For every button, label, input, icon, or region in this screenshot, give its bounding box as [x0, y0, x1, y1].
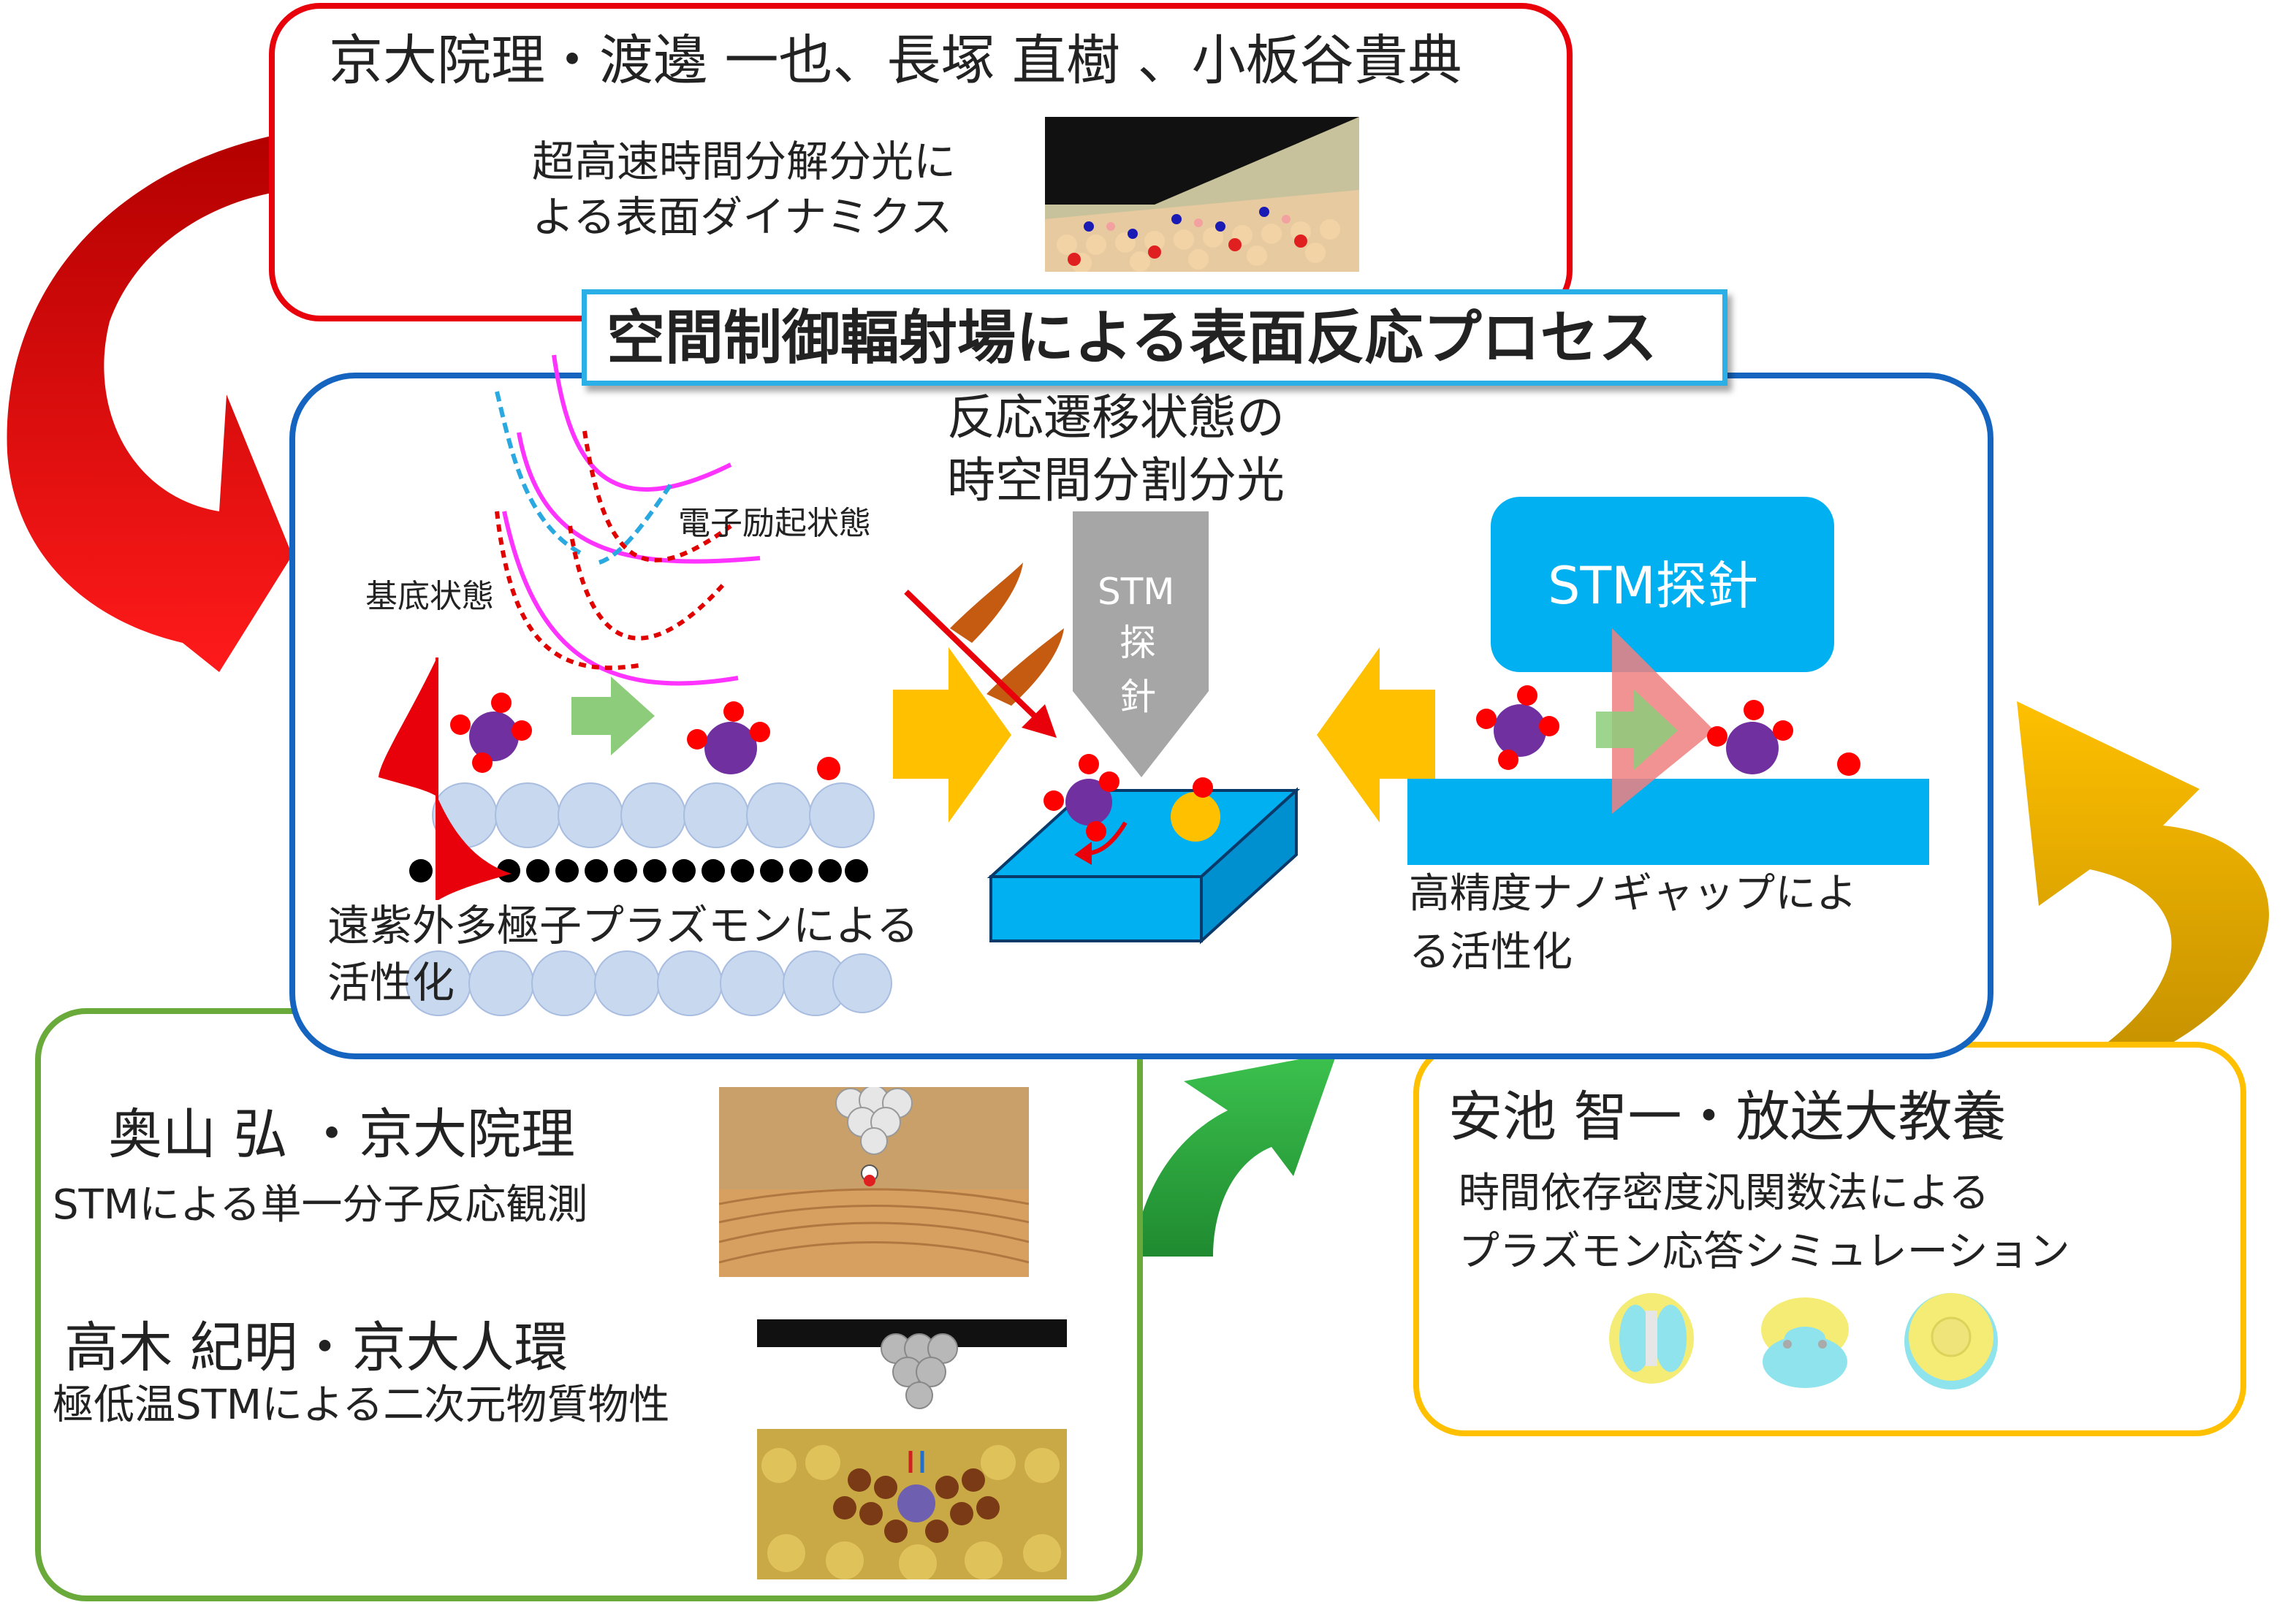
- transition-state-illustration: [893, 511, 1301, 945]
- stm-tip-vertical-2: 探: [1120, 622, 1156, 664]
- right-theme-line1: 時間依存密度汎関数法による: [1459, 1170, 1990, 1217]
- plasmon-field-profile: [379, 657, 512, 900]
- left-theme1: STMによる単一分子反応観測: [53, 1181, 588, 1229]
- nanogap-substrate: [1407, 779, 1929, 865]
- sample-block-side: [1200, 787, 1298, 945]
- potential-curves: [495, 354, 761, 686]
- nanogap-illustration: [1317, 497, 1929, 865]
- stm-tip-vertical-1: STM: [1098, 571, 1175, 613]
- light-pulse-1: [950, 563, 1023, 643]
- sample-block-front: [989, 875, 1203, 942]
- green-arrow: [1133, 1052, 1337, 1257]
- orbital-image-3: [1904, 1293, 1998, 1389]
- top-group-theme-line2: よる表面ダイナミクス: [532, 192, 953, 242]
- right-theme-line2: プラズモン応答シミュレーション: [1459, 1228, 2070, 1276]
- stm-tip-vertical-3: 針: [1120, 676, 1156, 718]
- yellow-arrow-left: [893, 647, 1011, 823]
- transition-label-line2: 時空間分割分光: [947, 452, 1285, 508]
- left-member2: 高木 紀明・京大人環: [64, 1316, 569, 1379]
- orbital-image-1: [1609, 1293, 1694, 1384]
- title: 空間制御輻射場による表面反応プロセス: [607, 304, 1657, 372]
- plasmon-activation-illustration: [379, 354, 892, 1016]
- orbital-image-2: [1761, 1297, 1849, 1388]
- adatom-yellow: [1171, 792, 1220, 842]
- substrate-spheres: [406, 782, 892, 1016]
- title-banner: [582, 289, 1727, 386]
- nanogap-activation-line1: 高精度ナノギャップによ: [1409, 870, 1858, 918]
- ground-state-label: 基底状態: [365, 578, 494, 615]
- molecule-gap-right: [1707, 700, 1860, 776]
- stm-tip-box: [1491, 497, 1834, 672]
- plasmon-orbital-images: [1609, 1293, 1998, 1389]
- low-temp-stm-image: [757, 1319, 1067, 1579]
- stm-single-molecule-image: [719, 1087, 1029, 1277]
- nanogap-activation-line2: る活性化: [1409, 929, 1573, 976]
- surface-dynamics-image: [1045, 117, 1359, 272]
- green-step-arrow: [571, 676, 655, 755]
- yellow-arrow: [2017, 701, 2269, 1052]
- plasmon-activation-line2: 活性化: [327, 958, 455, 1007]
- light-pulse-2: [987, 628, 1064, 706]
- top-group-members: 京大院理・渡邊 一也、長塚 直樹 、小板谷貴典: [329, 29, 1462, 92]
- stm-tip-box-label: STM探針: [1548, 556, 1758, 616]
- plasmon-activation-line1: 遠紫外多極子プラズモンによる: [327, 901, 919, 950]
- yellow-arrow-right: [1317, 647, 1435, 823]
- top-group-theme-line1: 超高速時間分解分光に: [532, 137, 957, 186]
- right-member: 安池 智一・放送大教養: [1448, 1086, 2007, 1148]
- molecule-right: [687, 701, 840, 780]
- molecule-left: [450, 693, 532, 773]
- molecule-center: [1044, 754, 1128, 865]
- left-theme2: 極低温STMによる二次元物質物性: [53, 1381, 670, 1429]
- green-step-arrow-right: [1596, 690, 1678, 770]
- stm-tip-gray: [1073, 511, 1209, 777]
- left-member1: 奥山 弘 ・京大院理: [108, 1103, 576, 1166]
- molecule-gap-left: [1476, 685, 1559, 770]
- transition-label-line1: 反応遷移状態の: [947, 389, 1285, 446]
- excited-state-label: 電子励起状態: [678, 505, 871, 542]
- red-arrow: [7, 131, 292, 672]
